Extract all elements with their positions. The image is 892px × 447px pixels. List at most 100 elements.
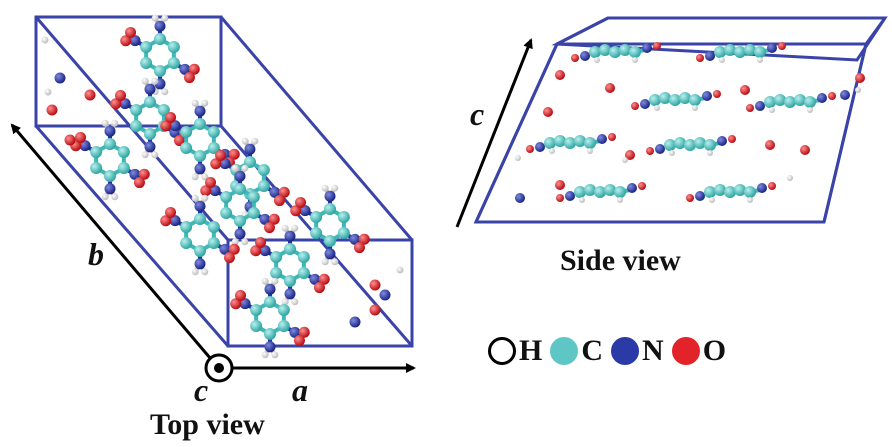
oxygen-atom bbox=[631, 102, 639, 110]
carbon-atom bbox=[604, 184, 616, 196]
oxygen-atom bbox=[263, 222, 275, 234]
hydrogen-atom bbox=[321, 184, 329, 192]
hydrogen-atom bbox=[231, 164, 239, 172]
oxygen-atom bbox=[713, 90, 721, 98]
carbon-atom bbox=[284, 275, 296, 287]
oxygen-atom bbox=[369, 279, 381, 291]
nitrogen-atom bbox=[194, 200, 206, 212]
oxygen-atom bbox=[855, 73, 865, 83]
carbon-atom bbox=[234, 183, 246, 195]
oxygen-atom bbox=[115, 89, 127, 101]
carbon-atom bbox=[774, 94, 786, 106]
carbon-atom bbox=[554, 135, 566, 147]
carbon-atom bbox=[144, 128, 156, 140]
carbon-atom bbox=[277, 304, 290, 316]
oxygen-atom bbox=[555, 180, 565, 190]
hydrogen-atom bbox=[787, 175, 793, 181]
oxygen-atom bbox=[133, 177, 145, 189]
carbon-atom bbox=[104, 138, 116, 150]
carbon-atom bbox=[167, 57, 180, 69]
hydrogen-atom bbox=[151, 151, 159, 159]
carbon-atom bbox=[564, 137, 576, 149]
hydrogen-atom bbox=[41, 36, 49, 44]
hydrogen-atom bbox=[191, 173, 199, 181]
nitrogen-atom bbox=[767, 43, 777, 53]
oxygen-atom bbox=[125, 26, 137, 38]
nitrogen-atom bbox=[129, 168, 141, 180]
hydrogen-atom bbox=[261, 351, 269, 359]
nitrogen-atom bbox=[144, 83, 156, 95]
legend-swatch-o bbox=[671, 337, 700, 365]
oxygen-atom bbox=[173, 135, 185, 147]
nitrogen-atom bbox=[129, 35, 141, 47]
legend-label-h: H bbox=[519, 334, 543, 367]
oxygen-atom bbox=[183, 72, 195, 84]
oxygen-atom bbox=[84, 89, 96, 101]
carbon-atom bbox=[724, 44, 736, 56]
carbon-atom bbox=[544, 137, 556, 149]
axis-label-c-top: c bbox=[194, 372, 209, 408]
carbon-atom bbox=[247, 191, 260, 203]
oxygen-atom bbox=[543, 107, 553, 117]
nitrogen-atom bbox=[324, 248, 336, 260]
carbon-atom bbox=[157, 104, 170, 116]
carbon-atom bbox=[784, 96, 796, 108]
nitrogen-atom bbox=[755, 101, 765, 111]
oxygen-atom bbox=[295, 196, 307, 208]
nitrogen-atom bbox=[169, 215, 181, 227]
hydrogen-atom bbox=[111, 193, 119, 201]
carbon-atom bbox=[337, 211, 350, 223]
oxygen-atom bbox=[556, 194, 564, 202]
carbon-atom bbox=[154, 65, 166, 77]
nitrogen-atom bbox=[234, 170, 246, 182]
legend-item-c: C bbox=[550, 334, 603, 368]
carbon-atom bbox=[754, 46, 766, 58]
carbon-atom bbox=[324, 203, 336, 215]
hydrogen-atom bbox=[291, 298, 299, 306]
hydrogen-atom bbox=[632, 57, 638, 63]
oxygen-atom bbox=[160, 215, 172, 227]
c-axis-out-of-plane-icon bbox=[204, 353, 234, 383]
nitrogen-atom bbox=[119, 98, 131, 110]
nitrogen-atom bbox=[284, 288, 296, 300]
carbon-atom bbox=[167, 41, 180, 53]
carbon-atom bbox=[584, 137, 596, 149]
oxygen-atom bbox=[571, 54, 579, 62]
carbon-atom bbox=[207, 142, 220, 154]
carbon-atom bbox=[734, 46, 746, 58]
nitrogen-atom bbox=[515, 193, 525, 203]
nitrogen-atom bbox=[219, 243, 231, 255]
oxygen-atom bbox=[255, 236, 267, 248]
oxygen-atom bbox=[746, 104, 754, 112]
carbon-atom bbox=[250, 304, 263, 316]
hydrogen-atom bbox=[669, 150, 675, 156]
oxygen-atom bbox=[293, 335, 305, 347]
oxygen-atom bbox=[318, 273, 330, 285]
oxygen-atom bbox=[646, 147, 654, 155]
legend-item-n: N bbox=[611, 334, 664, 368]
nitrogen-atom bbox=[640, 99, 650, 109]
carbon-atom bbox=[244, 156, 256, 168]
carbon-atom bbox=[324, 235, 336, 247]
legend-item-h: H bbox=[488, 334, 542, 368]
hydrogen-atom bbox=[191, 268, 199, 276]
carbon-atom bbox=[794, 94, 806, 106]
oxygen-atom bbox=[800, 145, 810, 155]
nitrogen-atom bbox=[379, 289, 391, 301]
carbon-atom bbox=[764, 96, 776, 108]
oxygen-atom bbox=[228, 148, 240, 160]
b-axis-arrow bbox=[10, 123, 218, 366]
carbon-atom bbox=[154, 33, 166, 45]
nitrogen-atom bbox=[264, 283, 276, 295]
hydrogen-atom bbox=[201, 268, 209, 276]
hydrogen-atom bbox=[321, 258, 329, 266]
oxygen-atom bbox=[200, 185, 212, 197]
nitrogen-atom bbox=[309, 273, 321, 285]
nitrogen-atom bbox=[349, 233, 361, 245]
caption-side-view: Side view bbox=[560, 244, 681, 277]
oxygen-atom bbox=[765, 140, 775, 150]
hydrogen-atom bbox=[241, 238, 249, 246]
top-view-molecules bbox=[41, 14, 404, 359]
carbon-atom bbox=[674, 137, 686, 149]
